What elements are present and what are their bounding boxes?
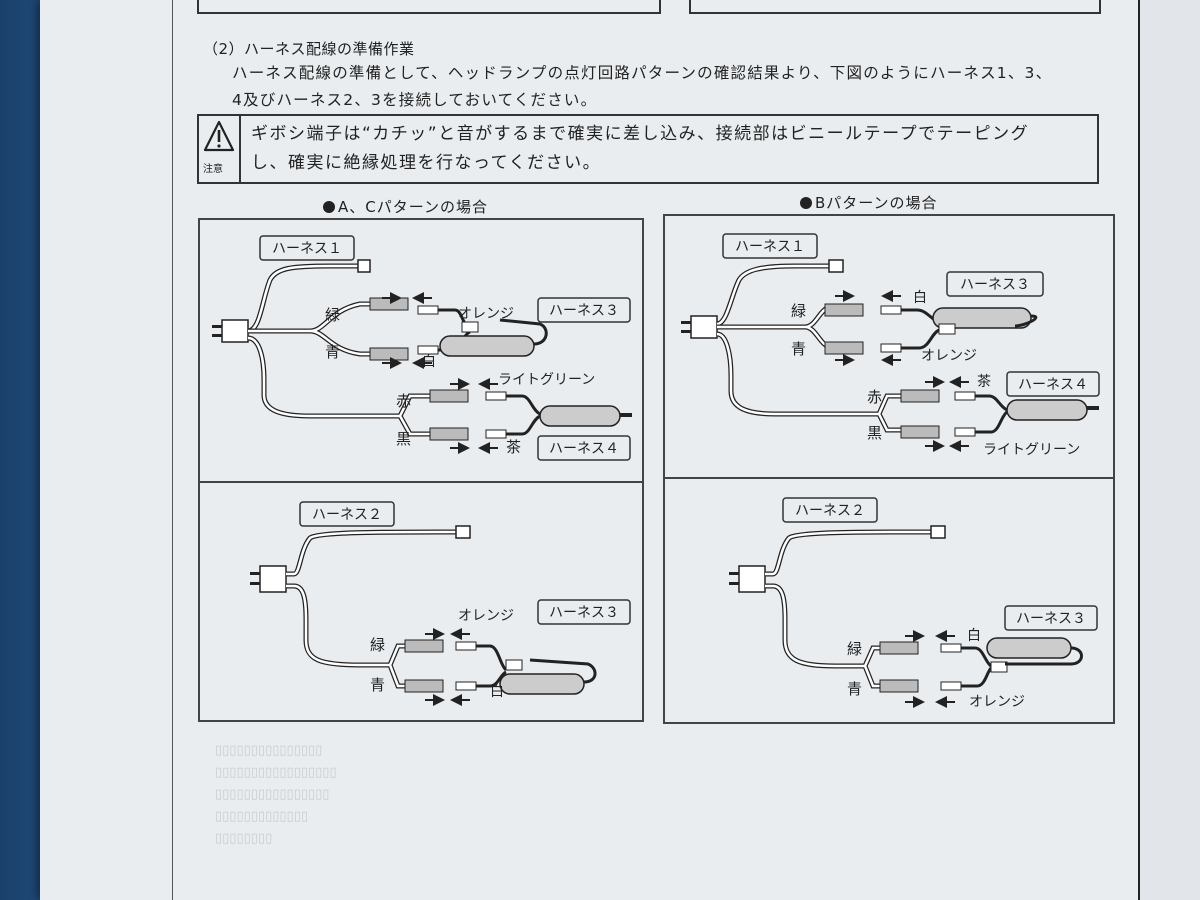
harness4-text: ハーネス４ [1018, 377, 1088, 393]
pattern-ac-title-text: A、Cパターンの場合 [338, 198, 488, 216]
harness3-label: ハーネス３ [537, 599, 631, 625]
arrow-icons [382, 292, 498, 454]
wire-label-blue: 青 [325, 343, 340, 361]
harness3-label: ハーネス３ [537, 297, 631, 323]
harness4-label: ハーネス４ [537, 435, 631, 461]
wire-label-blue: 青 [370, 676, 385, 694]
arrow-icons [905, 630, 955, 708]
wire-label-blue: 青 [847, 680, 862, 698]
harness3-assembly [455, 641, 597, 695]
page-margin-line [172, 0, 173, 900]
top-box-left [197, 0, 661, 14]
harness3-assembly [940, 637, 1083, 691]
caution-text: ギボシ端子は“カチッ”と音がするまで確実に差し込み、接続部はビニールテープでテー… [251, 120, 1091, 178]
wire-label-white: 白 [913, 290, 927, 306]
harness3-text: ハーネス３ [549, 605, 619, 621]
harness2-label: ハーネス２ [299, 501, 395, 527]
harness3-label: ハーネス３ [1004, 605, 1098, 631]
connector-icon [930, 525, 946, 539]
harness3-text: ハーネス３ [960, 277, 1030, 293]
section-title: （2）ハーネス配線の準備作業 [203, 40, 415, 58]
wire-label-green: 緑 [370, 636, 385, 654]
bullet-icon [800, 197, 812, 209]
caution-line-1: ギボシ端子は“カチッ”と音がするまで確実に差し込み、接続部はビニールテープでテー… [251, 124, 1030, 144]
plug-icon [729, 565, 766, 593]
harness3-text: ハーネス３ [1016, 611, 1086, 627]
wire-label-green: 緑 [791, 302, 806, 320]
caution-line-2: し、確実に絶縁処理を行なってください。 [251, 153, 602, 173]
wire-label-white: 白 [490, 684, 504, 700]
wire-label-blue: 青 [791, 340, 806, 358]
wire-label-white: 白 [422, 354, 436, 370]
harness2-label: ハーネス２ [782, 497, 878, 523]
pattern-ac-diagram: ハーネス１ 緑 青 赤 黒 オレンジ 白 ハーネス３ [198, 218, 644, 722]
harness4-assembly [485, 391, 632, 439]
plug-icon [212, 319, 249, 343]
show-through-text: ▯▯▯▯▯▯▯▯▯▯▯▯▯▯▯▯▯▯▯▯▯▯▯▯▯▯▯▯▯▯▯▯▯▯▯▯▯▯▯▯… [215, 743, 337, 846]
caution-icon-cell: 注意 [199, 116, 241, 182]
connector-icon [455, 525, 471, 539]
wire-label-red: 赤 [867, 388, 882, 406]
harness3-assembly [417, 305, 548, 357]
wire-label-brown: 茶 [506, 438, 521, 456]
harness1-label: ハーネス１ [259, 235, 355, 261]
wire-label-light-green: ライトグリーン [983, 442, 1080, 458]
harness4-text: ハーネス４ [549, 441, 619, 457]
wire-label-white: 白 [967, 628, 981, 644]
harness1-text: ハーネス１ [735, 239, 805, 255]
wire-label-black: 黒 [867, 424, 882, 442]
pattern-b-title: Bパターンの場合 [800, 192, 938, 213]
paragraph-line-1: ハーネス配線の準備として、ヘッドランプの点灯回路パターンの確認結果より、下図のよ… [232, 64, 1053, 82]
paragraph-line-2: 4及びハーネス2、3を接続しておいてください。 [232, 91, 598, 109]
harness1-label: ハーネス１ [722, 233, 818, 259]
bullet-icon [323, 201, 335, 213]
arrow-icons [835, 290, 969, 452]
caution-label: 注意 [203, 164, 223, 175]
arrow-icons [425, 628, 470, 706]
plug-icon [250, 565, 287, 593]
warning-triangle-icon [203, 120, 235, 152]
pattern-b-title-text: Bパターンの場合 [815, 194, 938, 212]
section-paragraph: ハーネス配線の準備として、ヘッドランプの点灯回路パターンの確認結果より、下図のよ… [232, 60, 1112, 114]
harness3-label: ハーネス３ [946, 271, 1044, 297]
wire-label-red: 赤 [396, 392, 411, 410]
harness3-assembly [880, 305, 1038, 353]
connector-icon [828, 259, 844, 273]
next-page-edge [1138, 0, 1200, 900]
caution-box: 注意 ギボシ端子は“カチッ”と音がするまで確実に差し込み、接続部はビニールテープ… [197, 114, 1099, 184]
connector-icon [357, 259, 371, 273]
pattern-ac-title: A、Cパターンの場合 [323, 196, 488, 217]
pattern-b-diagram: ハーネス１ 緑 青 赤 黒 白 オレンジ ハーネス３ 茶 ライトグリーン [663, 214, 1115, 724]
top-box-right [689, 0, 1101, 14]
wire-label-orange: オレンジ [458, 306, 514, 322]
harness2-text: ハーネス２ [312, 507, 382, 523]
harness4-label: ハーネス４ [1006, 371, 1100, 397]
wire-label-green: 緑 [325, 306, 340, 324]
harness2-text: ハーネス２ [795, 503, 865, 519]
wire-label-black: 黒 [396, 430, 411, 448]
harness3-text: ハーネス３ [549, 303, 619, 319]
wire-label-green: 緑 [847, 640, 862, 658]
harness1-text: ハーネス１ [272, 241, 342, 257]
wire-label-orange: オレンジ [921, 348, 977, 364]
harness4-assembly [954, 391, 1099, 437]
plug-icon [681, 315, 718, 339]
wire-label-orange: オレンジ [969, 694, 1025, 710]
wire-label-light-green: ライトグリーン [498, 372, 595, 388]
terminal-icon [369, 297, 469, 441]
wire-label-brown: 茶 [977, 374, 991, 390]
wire-label-orange: オレンジ [458, 608, 514, 624]
